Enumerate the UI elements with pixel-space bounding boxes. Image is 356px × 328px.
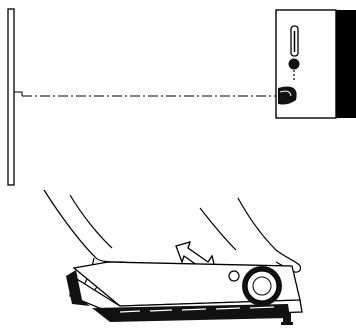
right-hand: [200, 198, 300, 272]
projector-side-view: [276, 10, 356, 118]
projector-front-view: [66, 262, 302, 322]
projection-screen: [8, 9, 22, 185]
